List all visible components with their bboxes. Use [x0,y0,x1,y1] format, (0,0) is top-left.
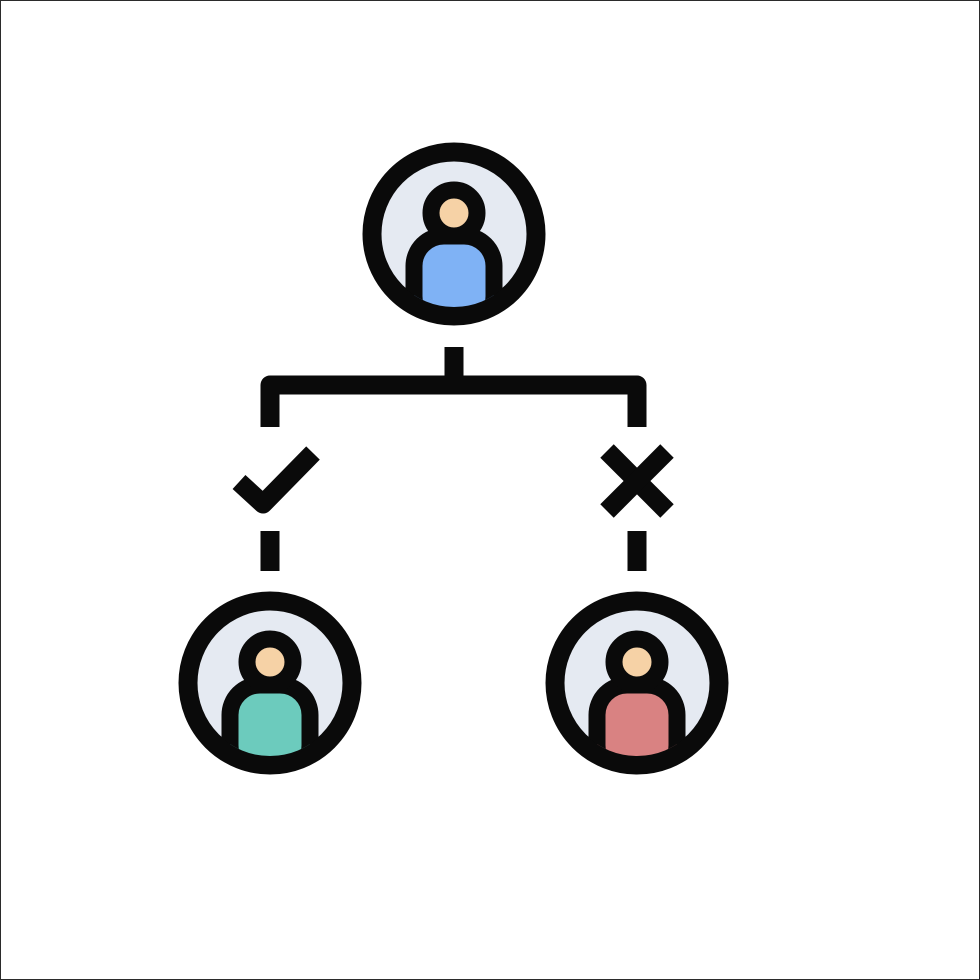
tree-connector [260,347,647,427]
cross-icon [600,444,674,518]
check-icon [232,446,320,514]
parent-head [422,181,486,245]
approved-user-node [178,591,362,775]
rejected-user-node [545,591,729,775]
rejected-head [605,630,669,694]
approved-head [238,630,302,694]
parent-user-node [362,142,546,326]
